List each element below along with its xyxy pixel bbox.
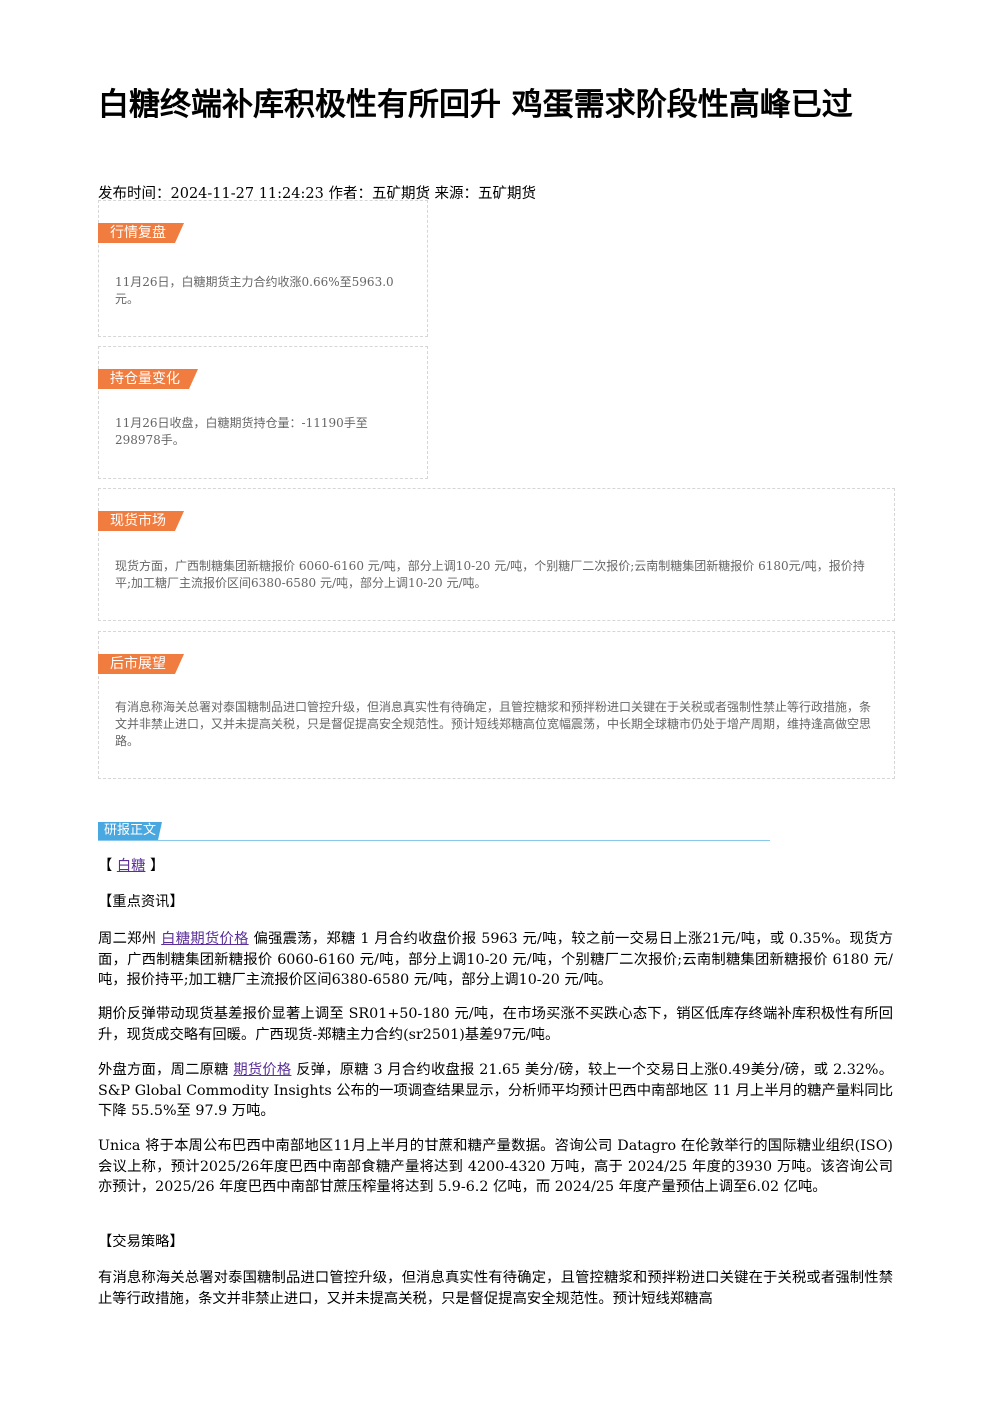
heading-key-news: 【重点资讯】 bbox=[98, 894, 184, 910]
box-text: 有消息称海关总署对泰国糖制品进口管控升级，但消息真实性有待确定，且管控糖浆和预拌… bbox=[115, 700, 872, 748]
paragraph-3-body: 反弹，原糖 3 月合约收盘报 21.65 美分/磅，较上一个交易日上涨0.49美… bbox=[98, 1062, 893, 1119]
box-text: 11月26日，白糖期货主力合约收涨0.66%至5963.0元。 bbox=[115, 275, 394, 306]
paragraph-1-lead: 周二郑州 bbox=[98, 931, 162, 947]
paragraph-2: 期价反弹带动现货基差报价显著上调至 SR01+50-180 元/吨，在市场买涨不… bbox=[98, 1006, 893, 1043]
report-section-divider: 研报正文 bbox=[98, 822, 770, 841]
paragraph-4: Unica 将于本周公布巴西中南部地区11月上半月的甘蔗和糖产量数据。咨询公司 … bbox=[98, 1138, 893, 1195]
bracket-open: 【 bbox=[98, 858, 113, 874]
category-link[interactable]: 白糖 bbox=[116, 858, 146, 874]
article-meta: 发布时间：2024-11-27 11:24:23 作者：五矿期货 来源：五矿期货 bbox=[98, 186, 537, 202]
box-tag-label: 行情复盘 bbox=[98, 223, 184, 243]
paragraph-3-lead: 外盘方面，周二原糖 bbox=[98, 1062, 234, 1078]
bracket-close: 】 bbox=[149, 858, 165, 874]
paragraph-1-body: 偏强震荡，郑糖 1 月合约收盘价报 5963 元/吨，较之前一交易日上涨21元/… bbox=[98, 931, 894, 988]
summary-box-open-interest: 持仓量变化 11月26日收盘，白糖期货持仓量：-11190手至298978手。 bbox=[98, 346, 428, 479]
box-text: 11月26日收盘，白糖期货持仓量：-11190手至298978手。 bbox=[115, 416, 368, 447]
futures-price-link[interactable]: 期货价格 bbox=[233, 1062, 292, 1078]
box-text: 现货方面，广西制糖集团新糖报价 6060-6160 元/吨，部分上调10-20 … bbox=[115, 559, 865, 590]
paragraph-3: 外盘方面，周二原糖 期货价格 反弹，原糖 3 月合约收盘报 21.65 美分/磅… bbox=[98, 1060, 893, 1122]
paragraph-1: 周二郑州 白糖期货价格 偏强震荡，郑糖 1 月合约收盘价报 5963 元/吨，较… bbox=[98, 929, 893, 991]
box-tag-label: 现货市场 bbox=[98, 511, 184, 531]
heading-trading-strategy: 【交易策略】 bbox=[98, 1234, 184, 1250]
summary-box-market-review: 行情复盘 11月26日，白糖期货主力合约收涨0.66%至5963.0元。 bbox=[98, 200, 428, 337]
article-title: 白糖终端补库积极性有所回升 鸡蛋需求阶段性高峰已过 bbox=[98, 87, 853, 123]
box-tag-label: 后市展望 bbox=[98, 654, 184, 674]
summary-box-spot-market: 现货市场 现货方面，广西制糖集团新糖报价 6060-6160 元/吨，部分上调1… bbox=[98, 488, 895, 621]
summary-box-outlook: 后市展望 有消息称海关总署对泰国糖制品进口管控升级，但消息真实性有待确定，且管控… bbox=[98, 631, 895, 779]
paragraph-5: 有消息称海关总署对泰国糖制品进口管控升级，但消息真实性有待确定，且管控糖浆和预拌… bbox=[98, 1270, 893, 1307]
sugar-futures-price-link[interactable]: 白糖期货价格 bbox=[161, 931, 249, 947]
category-line: 【 白糖 】 bbox=[98, 856, 893, 877]
report-section-label: 研报正文 bbox=[98, 822, 162, 840]
box-tag-label: 持仓量变化 bbox=[98, 369, 198, 389]
